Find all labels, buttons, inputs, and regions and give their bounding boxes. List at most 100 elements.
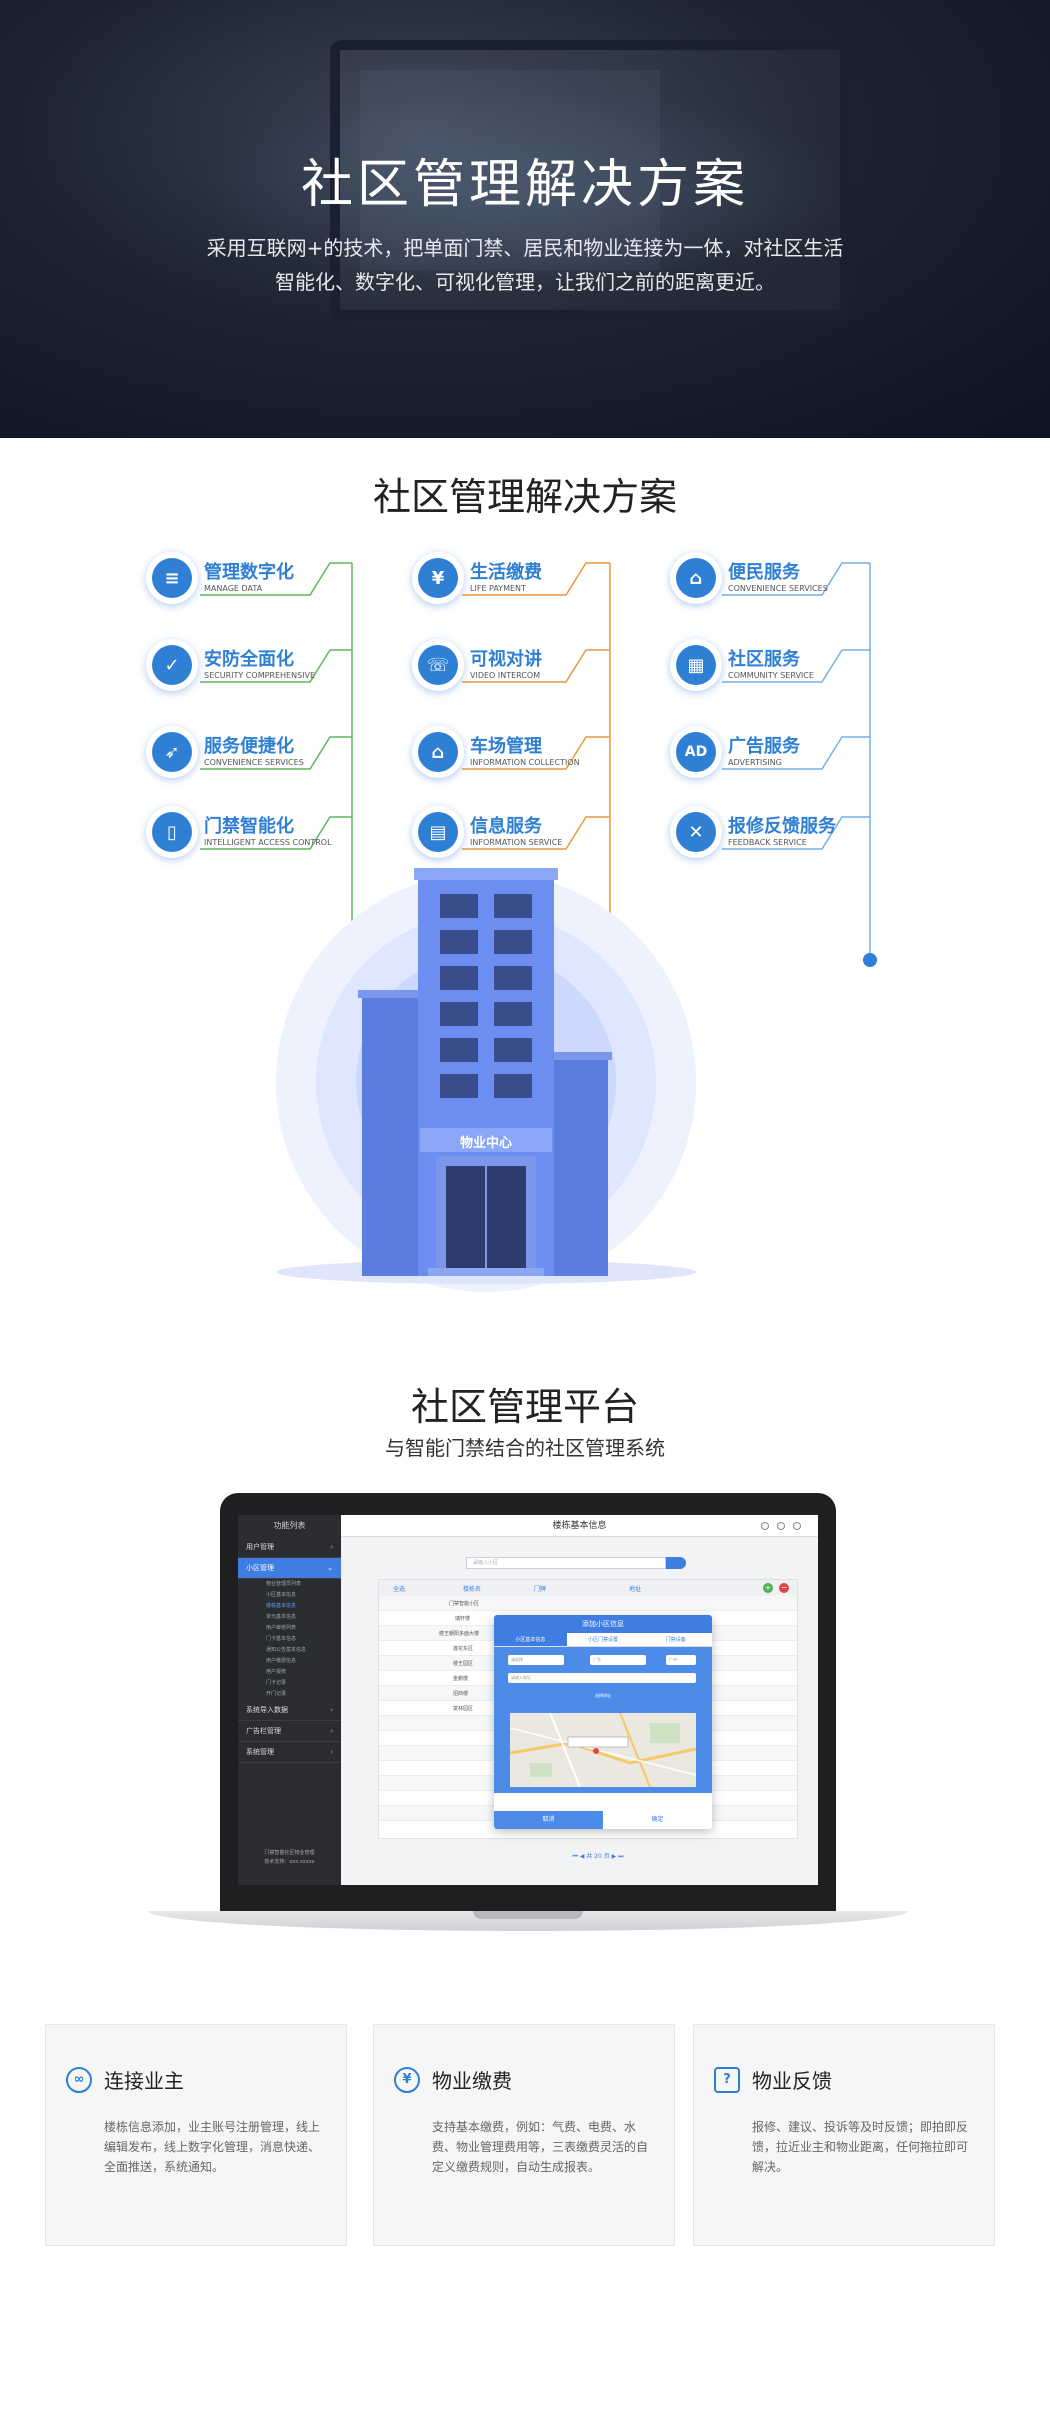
sidebar-item-community[interactable]: 小区管理⌄ [238, 1558, 341, 1579]
delete-row-icon[interactable]: − [779, 1583, 789, 1593]
last-page-icon[interactable]: ⏭ [618, 1853, 624, 1860]
add-row-icon[interactable]: + [763, 1583, 773, 1593]
modal-title: 添加小区信息 [494, 1615, 712, 1633]
sidebar-item-users[interactable]: 用户管理› [238, 1537, 341, 1558]
search-button[interactable] [666, 1557, 686, 1569]
submenu-item[interactable]: 门卡基本信息 [266, 1636, 297, 1642]
add-community-modal: 添加小区信息 小区基本信息 小区门禁设置 门禁设备 请选择 广东 广州 请输入地… [494, 1615, 712, 1829]
laptop-mockup: 功能列表 用户管理› 小区管理⌄ 物业管理员列表 小区基本信息 楼栋基本信息 单… [148, 1493, 908, 1943]
submenu-item[interactable]: 楼栋基本信息 [266, 1603, 297, 1609]
shield-check-icon: ✓ [152, 645, 192, 685]
feature-card-connect-owner: ∞ 连接业主 楼栋信息添加，业主账号注册管理，线上编辑发布，线上数字化管理，消息… [45, 2024, 347, 2246]
confirm-button[interactable]: 确定 [603, 1811, 712, 1829]
modal-body: 请选择 广东 广州 请输入地址 选择地址 [494, 1647, 712, 1793]
district-select[interactable]: 广州 [666, 1655, 696, 1665]
tab-devices[interactable]: 门禁设备 [665, 1637, 686, 1643]
table-header: 全选 楼栋名 门牌 地址 + − [379, 1580, 797, 1596]
tools-icon: ✕ [676, 812, 716, 852]
sidebar-title: 功能列表 [273, 1521, 306, 1530]
next-page-icon[interactable]: ▶ [611, 1853, 617, 1860]
property-center-building: 物业中心 [270, 860, 710, 1300]
feedback-icon: ? [714, 2066, 740, 2093]
submenu-item[interactable]: 开门记录 [266, 1691, 287, 1697]
document-icon: ▤ [418, 812, 458, 852]
submenu-item[interactable]: 门卡记录 [266, 1680, 287, 1686]
cancel-button[interactable]: 取消 [494, 1811, 603, 1829]
sidebar-item-import[interactable]: 系统导入数据› [238, 1700, 341, 1721]
submenu-item[interactable]: 小区基本信息 [266, 1592, 297, 1598]
tab-access-settings[interactable]: 小区门禁设置 [588, 1637, 619, 1643]
first-page-icon[interactable]: ⏮ [572, 1853, 578, 1860]
yuan-coin-icon: ¥ [394, 2066, 420, 2093]
monitor-background [330, 40, 850, 320]
hero-title: 社区管理解决方案 [300, 155, 749, 215]
hero-description-line1: 采用互联网+的技术，把单面门禁、居民和物业连接为一体，对社区生活 [206, 236, 844, 260]
page-title: 楼栋基本信息 [552, 1521, 607, 1531]
chevron-right-icon: › [330, 1748, 333, 1756]
modal-tabs: 小区基本信息 小区门禁设置 门禁设备 [494, 1633, 712, 1647]
sidebar-item-system[interactable]: 系统管理› [238, 1742, 341, 1763]
platform-subtitle: 与智能门禁结合的社区管理系统 [385, 1436, 665, 1460]
chevron-right-icon: › [330, 1706, 333, 1714]
search-input[interactable]: 请输入小区 [466, 1557, 666, 1569]
submenu-item[interactable]: 单元基本信息 [266, 1614, 297, 1620]
card-description: 报修、建议、投诉等及时反馈；即拍即反馈，拉近业主和物业距离，任何拖拉即可解决。 [752, 2120, 969, 2174]
feature-card-property-feedback: ? 物业反馈 报修、建议、投诉等及时反馈；即拍即反馈，拉近业主和物业距离，任何拖… [693, 2024, 995, 2246]
table-row[interactable]: 门禁智能小区 [379, 1596, 797, 1611]
power-icon[interactable] [793, 1522, 801, 1530]
card-description: 楼栋信息添加，业主账号注册管理，线上编辑发布，线上数字化管理，消息快递、全面推送… [104, 2120, 321, 2174]
sidebar-footer: 门禁智能社区物业管理 技术支持：xxx.xxxxx [264, 1850, 315, 1865]
sidebar: 功能列表 用户管理› 小区管理⌄ 物业管理员列表 小区基本信息 楼栋基本信息 单… [238, 1515, 341, 1885]
card-description: 支持基本缴费，例如：气费、电费、水费、物业管理费用等，三表缴费灵活的自定义缴费规… [432, 2120, 649, 2174]
card-title: 连接业主 [104, 2069, 184, 2093]
submenu-item[interactable]: 物业管理员列表 [266, 1581, 302, 1587]
submenu-item[interactable]: 用户缴费信息 [266, 1658, 297, 1664]
sidebar-item-ads[interactable]: 广告栏管理› [238, 1721, 341, 1742]
pick-address-link[interactable]: 选择地址 [595, 1693, 611, 1698]
address-input[interactable]: 请输入地址 [508, 1673, 696, 1683]
tab-basic-info[interactable]: 小区基本信息 [494, 1633, 567, 1646]
chevron-right-icon: › [330, 1543, 333, 1551]
door-card-icon: ▯ [152, 812, 192, 852]
prev-page-icon[interactable]: ◀ [579, 1853, 585, 1860]
house-icon: ⌂ [676, 558, 716, 598]
rocket-icon: ➶ [152, 732, 192, 772]
ad-icon: AD [676, 732, 716, 772]
building-label: 物业中心 [459, 1136, 512, 1151]
phone-icon: ☏ [418, 645, 458, 685]
submenu-item[interactable]: 通知公告基本信息 [266, 1647, 307, 1653]
platform-title: 社区管理平台 [410, 1385, 639, 1429]
refresh-icon[interactable] [761, 1522, 769, 1530]
settings-icon[interactable] [777, 1522, 785, 1530]
chevron-right-icon: › [330, 1727, 333, 1735]
hero-banner: 社区管理解决方案 采用互联网+的技术，把单面门禁、居民和物业连接为一体，对社区生… [0, 0, 1050, 438]
link-icon: ∞ [66, 2066, 92, 2093]
topbar: 楼栋基本信息 [341, 1515, 818, 1537]
submenu-item[interactable]: 用户报修 [266, 1669, 287, 1675]
database-icon: ≡ [152, 558, 192, 598]
province-select[interactable]: 请选择 [508, 1655, 564, 1665]
pagination: ⏮ ◀ 共 20 页 ▶ ⏭ [572, 1853, 624, 1860]
card-title: 物业反馈 [752, 2069, 832, 2093]
feature-card-property-payment: ¥ 物业缴费 支持基本缴费，例如：气费、电费、水费、物业管理费用等，三表缴费灵活… [373, 2024, 675, 2246]
grid-icon: ▦ [676, 645, 716, 685]
submenu-item[interactable]: 用户审核列表 [266, 1625, 297, 1631]
city-select[interactable]: 广东 [590, 1655, 646, 1665]
map-view[interactable] [510, 1713, 696, 1787]
hero-description-line2: 智能化、数字化、可视化管理，让我们之前的距离更近。 [275, 270, 775, 294]
parking-icon: ⌂ [418, 732, 458, 772]
solution-title: 社区管理解决方案 [372, 475, 677, 519]
chevron-down-icon: ⌄ [327, 1564, 333, 1572]
